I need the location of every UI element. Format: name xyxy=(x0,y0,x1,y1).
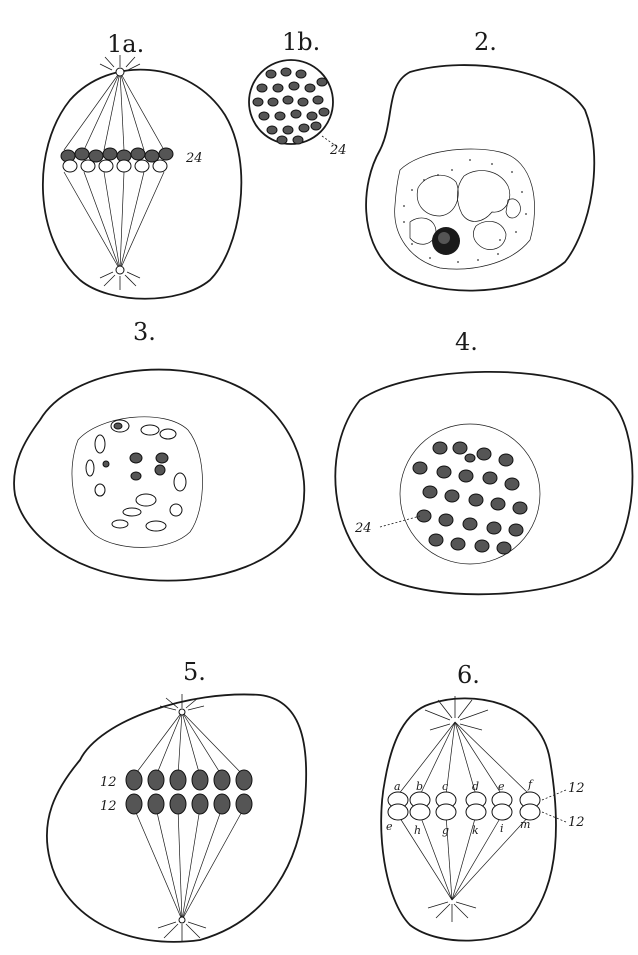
fig-1b-chromosomes xyxy=(253,68,329,144)
fig-4-chromosomes xyxy=(413,442,527,554)
fig-1b-count: 24 xyxy=(329,143,347,158)
fig-2-label: 2. xyxy=(474,28,497,56)
fig-6-letter-m: m xyxy=(520,818,530,831)
fig-5-upper-aster xyxy=(160,694,204,715)
fig-6-letter-g: g xyxy=(442,824,449,837)
fig-6-letter-e-bottom: e xyxy=(386,820,393,833)
fig-6-letter-a: a xyxy=(394,780,401,793)
fig-5-label: 5. xyxy=(183,658,206,686)
fig-4-count: 24 xyxy=(354,521,372,536)
fig-6-label: 6. xyxy=(457,661,480,689)
fig-6-lower-count: 12 xyxy=(568,815,585,830)
fig-3-chromosomes xyxy=(86,420,186,531)
fig-1a-label: 1a. xyxy=(107,30,144,58)
fig-5-lower-count: 12 xyxy=(100,799,117,814)
fig-6-letter-f: f xyxy=(527,778,534,791)
fig-6-letter-k: k xyxy=(472,824,479,837)
fig-6-letters-top: a b c d e f xyxy=(394,778,534,793)
fig-6-lower-aster xyxy=(428,902,476,922)
fig-5-lower-aster xyxy=(158,917,206,942)
fig-2-nucleus-stipple xyxy=(403,159,527,263)
fig-3-label: 3. xyxy=(133,318,156,346)
fig-5-upper-count: 12 xyxy=(100,775,117,790)
fig-6-letter-i: i xyxy=(500,822,504,835)
fig-6-upper-count: 12 xyxy=(568,781,585,796)
fig-6-letter-d: d xyxy=(472,780,479,793)
fig-3-cell xyxy=(14,370,304,581)
fig-1a-spindle xyxy=(64,72,164,270)
fig-1b-cell: 24 xyxy=(249,60,347,158)
fig-6-letter-e-top: e xyxy=(498,780,505,793)
fig-1a-cell: 24 xyxy=(43,55,241,299)
fig-1a-lower-aster xyxy=(100,266,140,290)
fig-6-cell: a b c d e f e h g k i m 12 12 xyxy=(381,696,584,941)
fig-6-letter-c: c xyxy=(442,780,448,793)
fig-1a-upper-aster xyxy=(100,55,140,76)
fig-6-letters-bottom: e h g k i m xyxy=(386,818,530,837)
fig-6-chromosomes xyxy=(388,792,540,820)
fig-2-cell xyxy=(366,65,594,290)
fig-5-spindle xyxy=(134,712,244,920)
fig-4-label: 4. xyxy=(455,328,478,356)
fig-5-cell: 12 12 xyxy=(47,694,306,942)
fig-1a-count: 24 xyxy=(185,151,203,166)
fig-1a-chromosomes xyxy=(61,148,173,172)
fig-5-chromosomes xyxy=(126,770,252,814)
fig-6-letter-h: h xyxy=(414,824,421,837)
fig-4-cell: 24 xyxy=(335,372,632,594)
fig-6-letter-b: b xyxy=(416,780,423,793)
fig-1b-label: 1b. xyxy=(282,28,320,56)
